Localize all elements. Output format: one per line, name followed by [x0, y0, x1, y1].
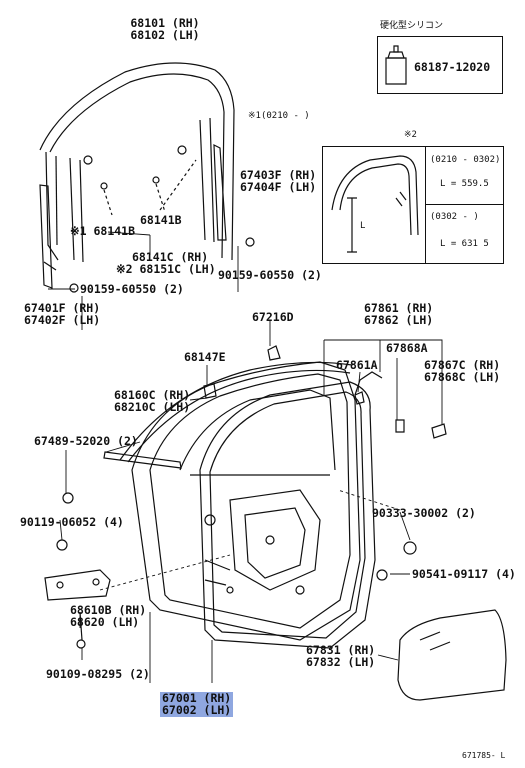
- label-67861[interactable]: 67861 (RH): [364, 301, 434, 315]
- length-table: [322, 146, 504, 264]
- label-90541[interactable]: 90541-09117 (4): [412, 567, 516, 581]
- window-frame-seal: [119, 361, 353, 463]
- note1-date: ※1(0210 - ): [248, 111, 310, 121]
- label-67868a[interactable]: 67868A: [386, 341, 428, 355]
- sealant-tube-icon: [385, 45, 407, 85]
- door-weatherstrip: [199, 371, 383, 649]
- label-68147e[interactable]: 68147E: [184, 350, 226, 364]
- clip-67861a-icon: [354, 391, 365, 405]
- label-67002[interactable]: 67002 (LH): [160, 703, 234, 717]
- label-67861a[interactable]: 67861A: [336, 358, 378, 372]
- nut-90541-icon: [376, 569, 388, 581]
- service-hole-cover: [397, 609, 507, 701]
- label-67401f[interactable]: 67401F (RH): [24, 301, 101, 315]
- label-68610b[interactable]: 68610B (RH): [70, 603, 147, 617]
- molding-67489-icon: [103, 451, 182, 469]
- label-90159-lower[interactable]: 90159-60550 (2): [80, 282, 184, 296]
- label-67403f[interactable]: 67403F (RH): [240, 168, 317, 182]
- label-90333[interactable]: 90333-30002 (2): [372, 506, 476, 520]
- clip-icon: [177, 145, 187, 155]
- label-67001[interactable]: 67001 (RH): [160, 691, 234, 705]
- label-68141b-a[interactable]: 68141B: [140, 213, 182, 227]
- label-68102[interactable]: 68102 (LH): [130, 28, 200, 42]
- weatherstrip-inset-drawing: [331, 155, 419, 253]
- label-68210c[interactable]: 68210C (LH): [114, 400, 191, 414]
- screw-icon: [245, 237, 255, 247]
- label-90159-upper[interactable]: 90159-60550 (2): [218, 268, 322, 282]
- clip-icon: [83, 155, 93, 165]
- range2-text: (0302 - ): [430, 212, 479, 222]
- label-68151c[interactable]: ※2 68151C (LH): [116, 262, 216, 276]
- sealant-box: [377, 36, 503, 94]
- label-67868c[interactable]: 67868C (LH): [424, 370, 501, 384]
- clip-icon: [152, 176, 160, 184]
- label-67402f[interactable]: 67402F (LH): [24, 313, 101, 327]
- frame-weatherstrip-right: [213, 144, 227, 241]
- length-table-divider-h: [425, 204, 504, 205]
- label-68160c[interactable]: 68160C (RH): [114, 388, 191, 402]
- clip-67868a-icon: [395, 419, 405, 433]
- label-90109[interactable]: 90109-08295 (2): [46, 667, 150, 681]
- clip-90119-icon: [62, 492, 74, 504]
- label-68101[interactable]: 68101 (RH): [130, 16, 200, 30]
- glass-run-frame: [39, 62, 235, 263]
- label-68620[interactable]: 68620 (LH): [70, 615, 140, 629]
- label-67832[interactable]: 67832 (LH): [306, 655, 376, 669]
- label-67867c[interactable]: 67867C (RH): [424, 358, 501, 372]
- door-panel: [131, 361, 361, 641]
- length-table-divider-v: [425, 146, 426, 264]
- clip-icon: [100, 182, 108, 190]
- frame-weatherstrip-left: [39, 184, 57, 289]
- range1-text: (0210 - 0302): [430, 155, 501, 165]
- dim-l-text: L: [360, 221, 366, 231]
- label-68187[interactable]: 68187-12020: [414, 60, 491, 74]
- bolt-icon: [56, 539, 68, 551]
- sealant-title: 硬化型シリコン: [380, 21, 444, 31]
- label-67489[interactable]: 67489-52020 (2): [34, 434, 138, 448]
- clip-67867c-icon: [431, 423, 447, 439]
- length2-text: L = 631 5: [440, 239, 489, 249]
- figure-code: 671785- L: [462, 751, 506, 760]
- plug-90333-icon: [403, 541, 417, 555]
- label-90119[interactable]: 90119-06052 (4): [20, 515, 124, 529]
- label-67216d[interactable]: 67216D: [252, 310, 294, 324]
- clip-67216d-icon: [267, 345, 281, 361]
- label-67862[interactable]: 67862 (LH): [364, 313, 434, 327]
- label-67831[interactable]: 67831 (RH): [306, 643, 376, 657]
- leader-lines: [48, 231, 443, 683]
- label-67404f[interactable]: 67404F (LH): [240, 180, 317, 194]
- screw-icon: [69, 283, 79, 293]
- clip-68147e-icon: [203, 383, 217, 399]
- label-68141c[interactable]: 68141C (RH): [132, 250, 209, 264]
- note2-mark: ※2: [404, 130, 417, 140]
- label-68141b-b[interactable]: ※1 68141B: [70, 224, 136, 238]
- length1-text: L = 559.5: [440, 179, 489, 189]
